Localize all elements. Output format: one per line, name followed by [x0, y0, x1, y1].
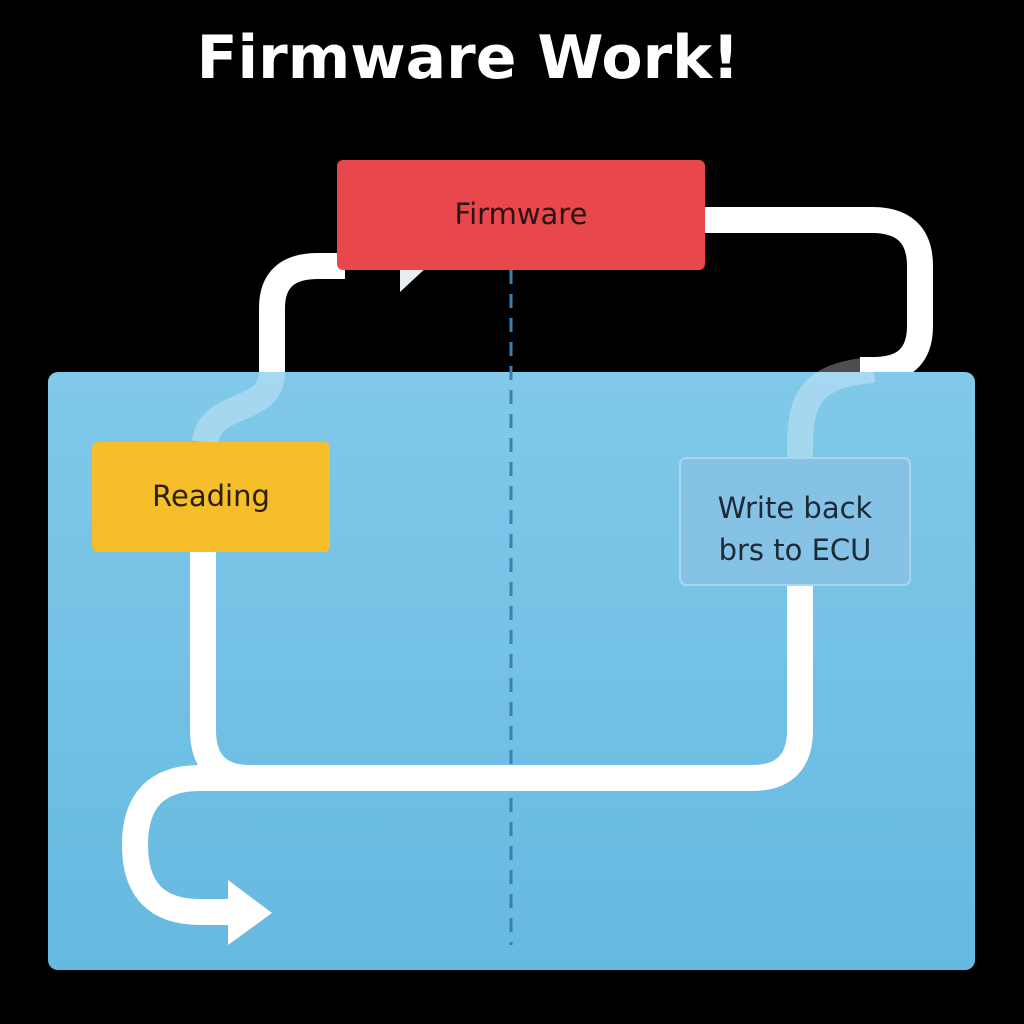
node-write-back-box: [679, 457, 911, 586]
arrow-firmware-to-writeback: [700, 207, 933, 383]
faded-connectors: [192, 357, 876, 459]
node-reading-box: [92, 442, 330, 552]
flow-arrows-top: [259, 207, 933, 383]
node-firmware-box: [337, 160, 705, 270]
node-reading-label: Reading: [152, 479, 270, 513]
node-reading[interactable]: Reading: [92, 442, 330, 552]
arrow-head-firmware: [400, 266, 428, 292]
node-write-back-line1: Write back: [718, 491, 873, 525]
faded-connector-left: [192, 370, 285, 445]
faded-connector-right: [787, 357, 876, 459]
page-title: Firmware Work!: [197, 23, 740, 93]
node-write-back-line2: brs to ECU: [719, 533, 872, 567]
node-write-back[interactable]: Write back brs to ECU: [679, 457, 911, 586]
flow-arrows-bottom: [121, 552, 813, 925]
arrow-reading-to-firmware: [259, 253, 345, 374]
node-firmware-label: Firmware: [455, 197, 588, 231]
arrow-loop-bottom: [190, 552, 813, 791]
arrow-head-exit: [228, 880, 272, 945]
node-firmware[interactable]: Firmware: [337, 160, 705, 270]
arrow-exit-hook: [121, 765, 250, 925]
